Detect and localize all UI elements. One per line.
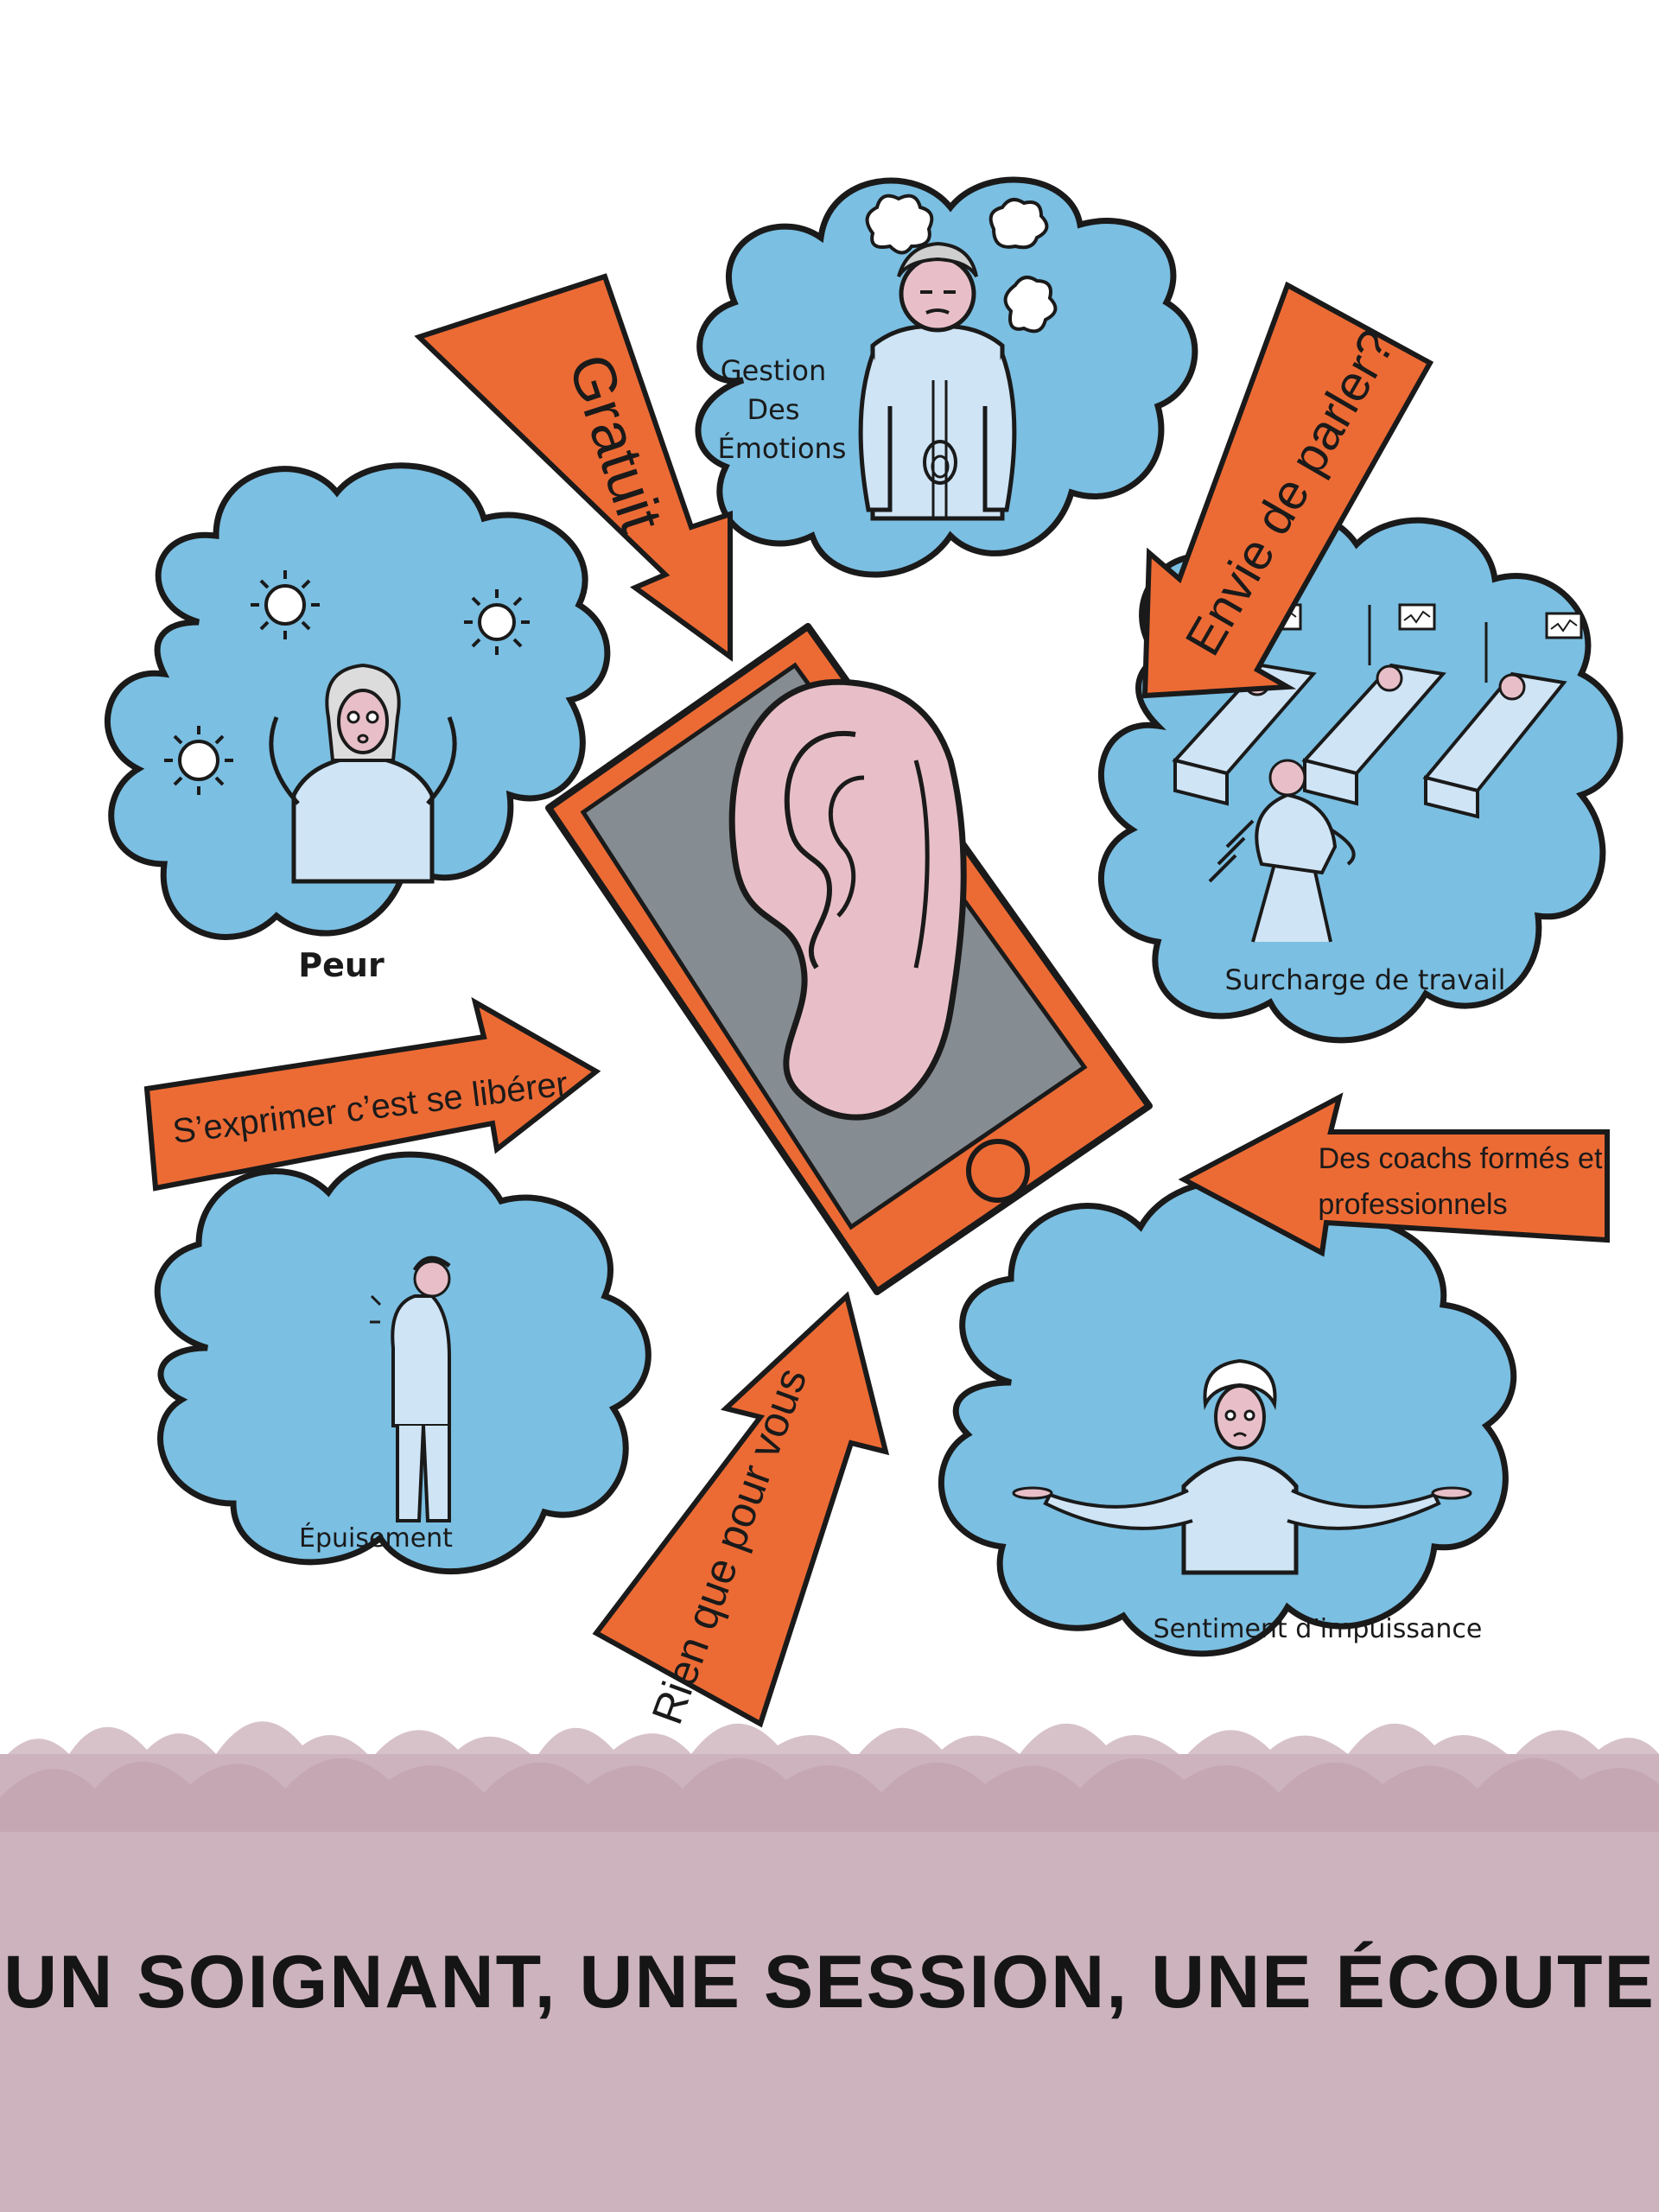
steam-icon: [865, 194, 934, 255]
arrow-express: S’exprimer c’est se libérer: [143, 996, 601, 1192]
cloud-exhaustion-label: Épuisement: [299, 1522, 453, 1554]
arrow-free: Gratuit: [414, 273, 733, 662]
cloud-workload-label: Surcharge de travail: [1224, 963, 1505, 996]
cloud-emotions-label-3: Émotions: [718, 432, 847, 465]
cloud-helplessness-label: Sentiment d’impuissance: [1154, 1614, 1483, 1644]
cloud-fear-label: Peur: [298, 946, 385, 984]
steam-icon: [988, 198, 1049, 250]
footer-band: [0, 1721, 1659, 2212]
bed-icon: [1301, 603, 1446, 806]
cloud-emotions-label-2: Des: [747, 393, 800, 426]
cloud-emotions-label-1: Gestion: [721, 354, 826, 387]
headline: UN SOIGNANT, UNE SESSION, UNE ÉCOUTE: [3, 1941, 1656, 2024]
arrow-coaches-label-2: professionnels: [1318, 1188, 1507, 1221]
cloud-emotions: Gestion Des Émotions: [695, 176, 1198, 578]
virus-icon: [464, 589, 530, 655]
virus-icon: [251, 570, 320, 639]
monitor-icon: [1398, 603, 1436, 631]
cloud-exhaustion: Épuisement: [154, 1151, 652, 1575]
virus-icon: [164, 726, 233, 795]
arrow-coaches: Des coachs formés et professionnels: [1178, 1092, 1610, 1257]
cloud-fear: Peur: [105, 462, 611, 984]
steam-icon: [1003, 276, 1058, 334]
arrow-coaches-label-1: Des coachs formés et: [1319, 1142, 1603, 1175]
ear-icon: [728, 678, 967, 1121]
bed-icon: [1422, 612, 1583, 819]
cloud-helplessness: Sentiment d’impuissance: [938, 1179, 1517, 1657]
